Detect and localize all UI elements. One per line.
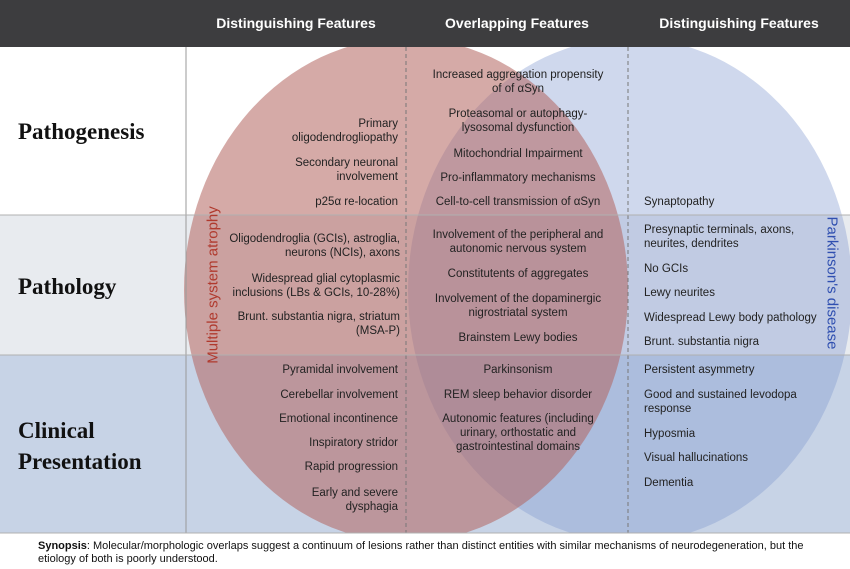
msa-clinical-item: Inspiratory stridor (309, 437, 398, 449)
msa-clinical-item: Pyramidal involvement (282, 364, 398, 376)
msa-clinical-item: Cerebellar involvement (280, 389, 398, 401)
pd-clinical-item: Visual hallucinations (644, 452, 748, 464)
msa-circle (184, 47, 628, 533)
msa-pathogenesis-item: p25α re-location (315, 196, 398, 208)
msa-pathogenesis-item: Primary oligodendrogliopathy (291, 118, 398, 144)
overlap-pathogenesis-item: Pro-inflammatory mechanisms (440, 172, 596, 184)
overlap-pathogenesis-item: Increased aggregation propensity of of α… (432, 69, 604, 95)
msa-pathology-item: Brunt. substantia nigra, striatum (MSA-P… (237, 311, 400, 337)
pd-clinical-item: Persistent asymmetry (644, 364, 755, 376)
synopsis-label: Synopsis (38, 540, 87, 552)
msa-pathology-item: Oligodendroglia (GCIs), astroglia, neuro… (229, 233, 400, 259)
row-title-clinical-1: Clinical (18, 418, 95, 443)
overlap-pathogenesis-item: Mitochondrial Impairment (453, 148, 583, 160)
pd-pathology-item: Presynaptic terminals, axons, neurites, … (644, 224, 795, 250)
overlap-pathology-item: Involvement of the peripheral and autono… (432, 229, 604, 255)
pd-pathology-item: Widespread Lewy body pathology (644, 312, 817, 324)
pd-circle-label: Parkinson's disease (823, 216, 841, 350)
header-overlapping: Overlapping Features (445, 15, 589, 31)
overlap-pathogenesis-item: Cell-to-cell transmission of αSyn (435, 196, 601, 208)
synopsis: Synopsis: Molecular/morphologic overlaps… (38, 540, 838, 566)
synopsis-text: : Molecular/morphologic overlaps suggest… (38, 540, 804, 565)
msa-circle-label: Multiple system atrophy (204, 206, 222, 364)
overlap-pathology-item: Involvement of the dopaminergic nigrostr… (434, 293, 602, 319)
overlap-pathogenesis-item: Proteasomal or autophagy-lysosomal dysfu… (448, 108, 588, 134)
overlap-clinical-item: Autonomic features (including urinary, o… (442, 413, 594, 453)
pd-clinical-item: Good and sustained levodopa response (644, 389, 797, 415)
pd-pathology-item: Brunt. substantia nigra (644, 336, 760, 348)
msa-clinical-item: Emotional incontinence (279, 413, 398, 425)
row-title-clinical-2: Presentation (18, 449, 142, 474)
msa-pathology-item: Widespread glial cytoplasmic inclusions … (232, 273, 400, 299)
msa-clinical-item: Rapid progression (304, 461, 398, 473)
header-bar: Distinguishing Features Overlapping Feat… (0, 0, 850, 47)
row-title-pathogenesis: Pathogenesis (18, 119, 145, 144)
pd-clinical-item: Dementia (644, 477, 694, 489)
overlap-pathology-item: Brainstem Lewy bodies (458, 332, 578, 344)
header-pd-distinguishing: Distinguishing Features (659, 15, 819, 31)
msa-pathogenesis-item: Secondary neuronal involvement (295, 157, 398, 183)
msa-clinical-item: Early and severe dysphagia (311, 487, 398, 513)
pd-clinical-item: Hyposmia (644, 428, 696, 440)
overlap-clinical-item: REM sleep behavior disorder (443, 389, 593, 401)
overlap-clinical-item: Parkinsonism (483, 364, 553, 376)
pd-pathology-item: Lewy neurites (644, 287, 715, 299)
header-msa-distinguishing: Distinguishing Features (216, 15, 376, 31)
row-title-pathology: Pathology (18, 274, 117, 299)
pd-pathology-item: No GCIs (644, 263, 689, 275)
pd-pathogenesis-item: Synaptopathy (644, 196, 715, 208)
overlap-pathology-item: Constitutents of aggregates (447, 268, 589, 280)
